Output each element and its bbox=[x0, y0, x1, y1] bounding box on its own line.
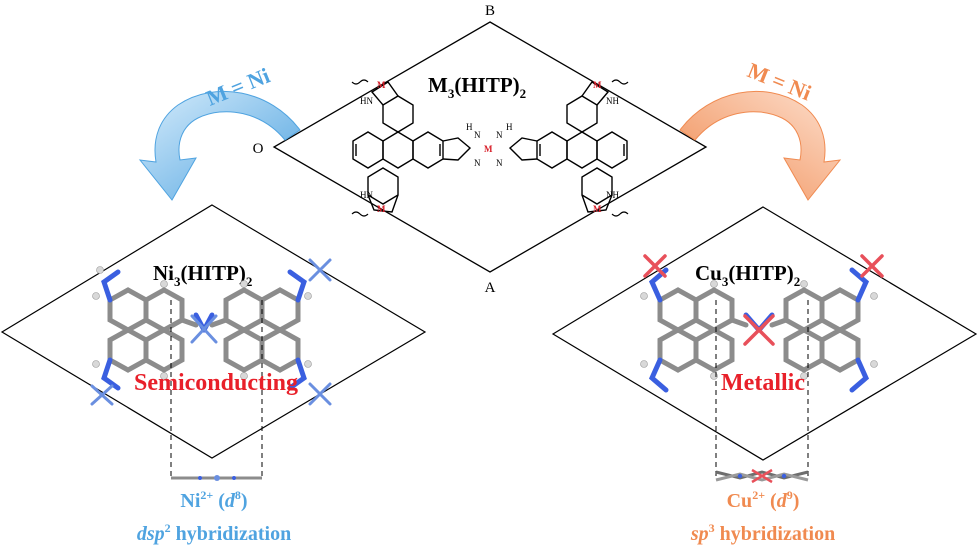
top-formula: M3(HITP)2 bbox=[428, 73, 526, 101]
left-arrow: M = Ni bbox=[138, 63, 301, 201]
left-side-view bbox=[171, 475, 262, 481]
top-n-4: N bbox=[496, 158, 503, 168]
right-molecule bbox=[640, 254, 884, 393]
top-nh-4: NH bbox=[606, 190, 619, 200]
left-molecule bbox=[90, 258, 332, 406]
left-panel: Ni3(HITP)2 bbox=[0, 204, 427, 545]
corner-label-a: A bbox=[485, 280, 496, 296]
top-wavy-bonds bbox=[351, 79, 629, 217]
right-ion-label: Cu2+ (d9) bbox=[727, 488, 800, 512]
top-n-1: N bbox=[474, 130, 481, 140]
left-ion-label: Ni2+ (d8) bbox=[180, 488, 247, 512]
left-hybridization-label: dsp2 hybridization bbox=[137, 521, 291, 545]
top-nh-1: HN bbox=[360, 96, 373, 106]
top-skeletal-structure bbox=[352, 81, 628, 213]
right-side-view bbox=[715, 468, 809, 484]
right-panel: Cu3(HITP)2 bbox=[551, 206, 978, 545]
top-cell-outline bbox=[272, 21, 708, 273]
top-atom-labels: M M M M M HN NH HN NH N N N N H H bbox=[360, 80, 619, 214]
corner-label-b: B bbox=[485, 3, 495, 19]
right-hybridization-label: sp3 hybridization bbox=[690, 521, 835, 545]
left-arrow-shape bbox=[138, 90, 301, 201]
top-h-2: H bbox=[506, 122, 513, 132]
top-metal-lr: M bbox=[593, 204, 602, 214]
top-nh-2: NH bbox=[606, 96, 619, 106]
top-n-3: N bbox=[474, 158, 481, 168]
top-metal-ul: M bbox=[377, 80, 386, 90]
top-metal-ur: M bbox=[593, 80, 602, 90]
top-n-2: N bbox=[496, 130, 503, 140]
corner-label-o: O bbox=[253, 141, 264, 157]
right-cell-outline bbox=[551, 206, 978, 461]
top-h-1: H bbox=[466, 122, 473, 132]
right-arrow-shape bbox=[679, 90, 842, 201]
top-metal-center: M bbox=[484, 144, 493, 154]
left-formula: Ni3(HITP)2 bbox=[153, 261, 252, 289]
right-formula: Cu3(HITP)2 bbox=[695, 261, 800, 289]
right-property-label: Metallic bbox=[721, 370, 805, 396]
left-property-label: Semiconducting bbox=[134, 370, 298, 396]
left-cell-outline bbox=[0, 204, 427, 459]
top-metal-ll: M bbox=[377, 204, 386, 214]
top-nh-3: HN bbox=[360, 190, 373, 200]
right-arrow: M = Ni bbox=[679, 57, 842, 201]
top-unit-cell: B O A M3(HITP)2 bbox=[253, 3, 708, 296]
